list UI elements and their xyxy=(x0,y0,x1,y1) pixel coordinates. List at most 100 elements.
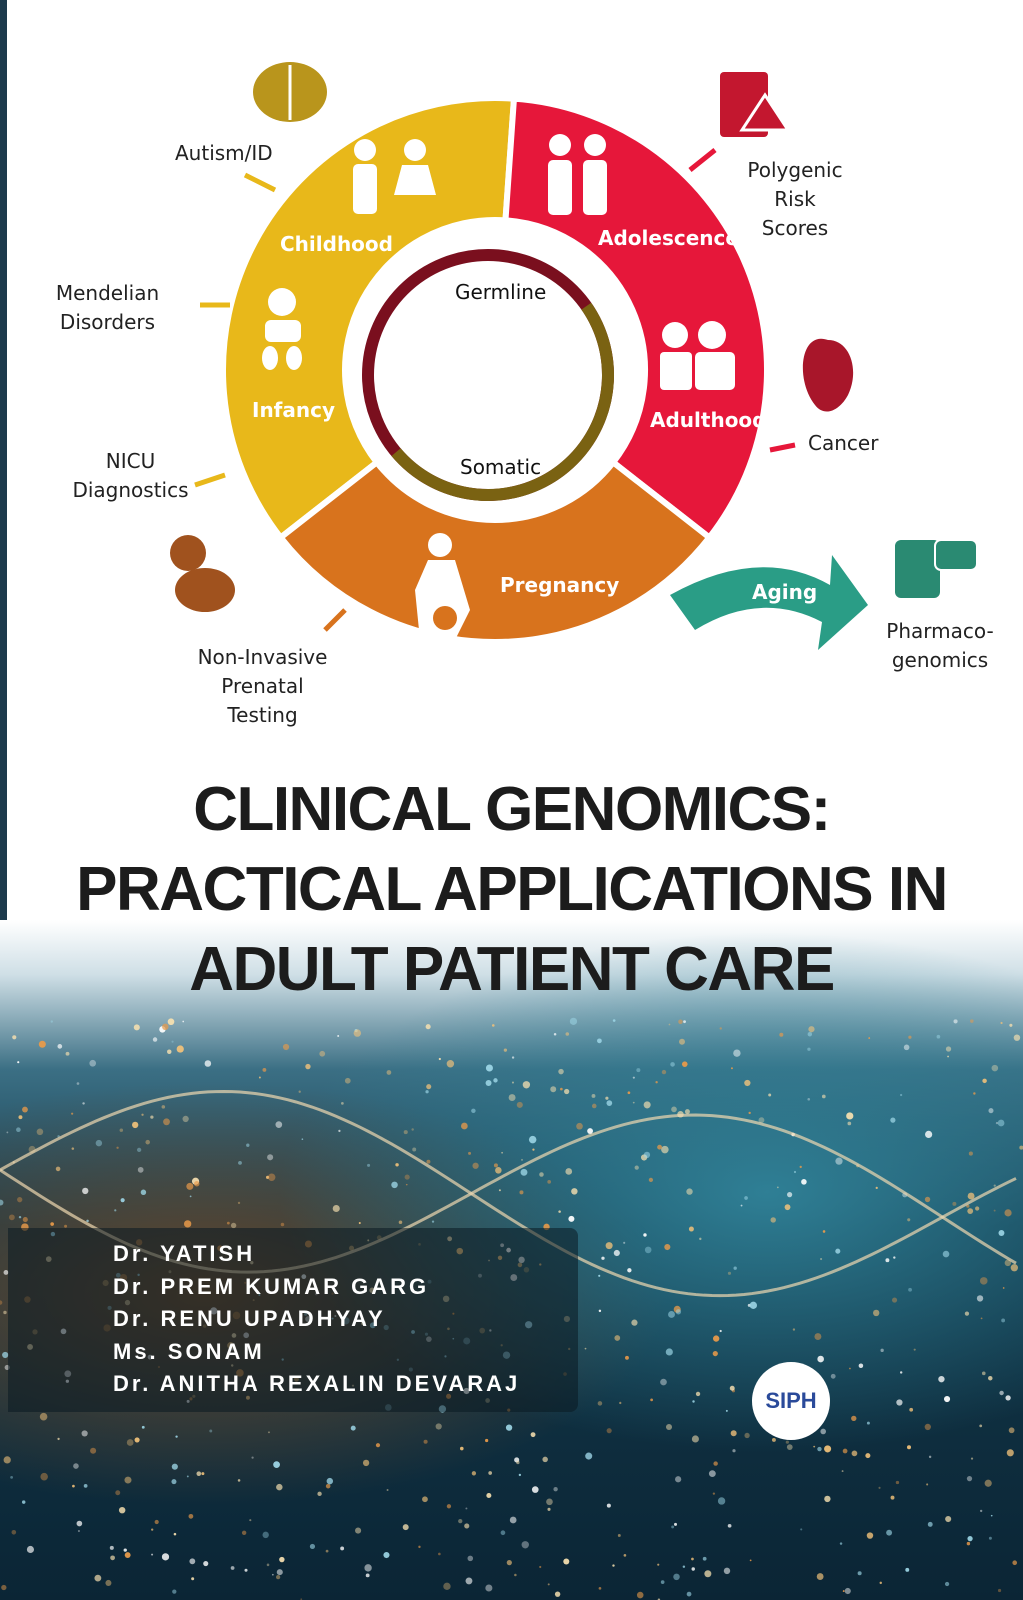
aging-arrow xyxy=(670,555,868,650)
particle xyxy=(39,1412,48,1421)
particle xyxy=(807,1032,813,1037)
particle xyxy=(134,1437,140,1443)
particle xyxy=(405,1183,408,1186)
particle xyxy=(123,1548,127,1552)
particle xyxy=(980,1317,983,1320)
particle xyxy=(353,1029,362,1037)
particle xyxy=(425,1024,431,1030)
particle xyxy=(660,1580,665,1584)
title-line-2: PRACTICAL APPLICATIONS IN xyxy=(76,855,948,924)
particle xyxy=(136,1147,142,1152)
particle xyxy=(553,1487,558,1492)
particle xyxy=(991,1064,999,1072)
particle xyxy=(152,1037,158,1042)
particle xyxy=(465,1507,468,1510)
particle xyxy=(732,1449,736,1453)
label-pharmacogenomics: Pharmaco-genomics xyxy=(886,619,994,672)
particle xyxy=(981,1371,986,1376)
particle xyxy=(325,1549,329,1553)
particle xyxy=(847,1121,852,1126)
particle xyxy=(120,1198,125,1203)
particle xyxy=(124,1552,131,1559)
particle xyxy=(472,1162,479,1169)
particle xyxy=(925,1130,933,1139)
particle xyxy=(355,1527,362,1534)
particle xyxy=(18,1115,23,1120)
particle xyxy=(952,1201,957,1206)
segment-pregnancy: Pregnancy xyxy=(500,573,620,597)
particle xyxy=(678,1019,683,1025)
particle xyxy=(364,1564,372,1572)
particle xyxy=(189,1195,192,1198)
particle xyxy=(758,1117,765,1124)
particle xyxy=(786,1444,793,1450)
particle xyxy=(675,1309,682,1315)
title-line-1: CLINICAL GENOMICS: xyxy=(193,775,831,844)
particle xyxy=(319,1050,326,1057)
particle xyxy=(723,1567,731,1575)
particle xyxy=(1000,1021,1003,1025)
particle xyxy=(591,1094,596,1098)
brain-icon xyxy=(253,62,327,122)
particle xyxy=(719,1027,722,1030)
particle xyxy=(161,1553,170,1561)
author: Dr. RENU UPADHYAY xyxy=(113,1306,386,1331)
particle xyxy=(367,1163,371,1167)
particle xyxy=(375,1443,381,1448)
particle xyxy=(682,1565,686,1568)
particle xyxy=(519,1190,524,1195)
particle xyxy=(467,1555,474,1562)
particle xyxy=(749,1559,752,1562)
baby-icon xyxy=(262,288,302,370)
particle xyxy=(171,1479,177,1485)
particle xyxy=(938,1375,945,1383)
particle xyxy=(908,1287,912,1292)
particle xyxy=(332,1204,340,1213)
particle xyxy=(0,1199,4,1206)
particle xyxy=(183,1220,192,1228)
particle xyxy=(267,1173,276,1182)
particle xyxy=(438,1057,441,1061)
publisher-logo-text: SIPH xyxy=(765,1388,817,1413)
particle xyxy=(807,1047,811,1051)
risk-document-icon xyxy=(720,72,791,137)
particle xyxy=(822,1230,826,1233)
particle xyxy=(163,1118,170,1126)
particle xyxy=(461,1122,468,1130)
particle xyxy=(171,1463,178,1470)
particle xyxy=(909,1407,914,1412)
particle xyxy=(779,1032,784,1037)
particle xyxy=(412,1147,417,1152)
particle xyxy=(486,1492,492,1499)
particle xyxy=(1012,1560,1018,1566)
particle xyxy=(500,1530,506,1536)
particle xyxy=(82,1102,85,1105)
author: Ms. SONAM xyxy=(113,1338,265,1364)
particle xyxy=(76,1520,83,1527)
particle xyxy=(849,1367,851,1370)
somatic-label: Somatic xyxy=(460,455,542,479)
particle xyxy=(927,1521,933,1527)
particle xyxy=(508,1094,516,1102)
particle xyxy=(591,1103,597,1109)
particle xyxy=(744,1432,750,1439)
particle xyxy=(988,1375,993,1381)
particle xyxy=(258,1076,261,1079)
particle xyxy=(886,1529,893,1536)
particle xyxy=(553,1032,557,1036)
particle xyxy=(516,1460,520,1465)
particle xyxy=(565,1032,570,1036)
particle xyxy=(298,1090,301,1093)
particle xyxy=(891,1297,898,1303)
particle xyxy=(821,1094,826,1099)
particle xyxy=(83,1484,88,1488)
particle xyxy=(657,1144,663,1150)
particle xyxy=(893,1256,896,1259)
particle xyxy=(636,1068,641,1073)
particle xyxy=(997,1119,1005,1127)
particle xyxy=(498,1189,501,1192)
particle xyxy=(226,1221,230,1225)
particle xyxy=(890,1117,896,1123)
particle xyxy=(2,1351,9,1359)
particle xyxy=(688,1226,694,1232)
